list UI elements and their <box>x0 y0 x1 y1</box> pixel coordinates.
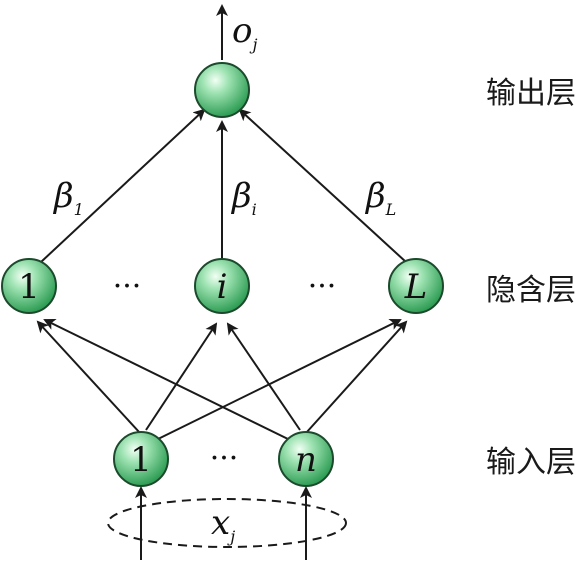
input-vector-ellipse <box>107 498 347 548</box>
input-label: xj <box>211 503 235 546</box>
hidden-node-1: 1 <box>1 258 57 314</box>
hidden-node-i: i <box>194 258 250 314</box>
input-layer-label: 输入层 <box>486 445 576 480</box>
edge-input1-hiddenL <box>155 319 402 441</box>
input-node-n: n <box>278 431 334 487</box>
edge-input1-hidden1 <box>36 320 141 434</box>
output-label: oj <box>232 11 257 54</box>
input-node-n-label: n <box>295 440 317 480</box>
hidden-ellipsis-right: ··· <box>308 269 337 304</box>
weight-beta-1: β1 <box>52 176 84 219</box>
output-node <box>194 62 250 118</box>
hidden-node-L-label: L <box>404 267 428 307</box>
hidden-layer-label: 隐含层 <box>486 273 576 308</box>
edge-inputn-hiddenL <box>305 320 408 434</box>
output-layer-label: 输出层 <box>486 76 576 111</box>
weight-beta-i: βi <box>230 176 257 219</box>
hidden-node-L: L <box>388 258 444 314</box>
edge-input1-hiddeni <box>145 322 218 431</box>
hidden-node-i-label: i <box>217 267 228 307</box>
input-node-1-label: 1 <box>130 440 152 480</box>
hidden-node-1-label: 1 <box>18 267 40 307</box>
weight-beta-L: βL <box>364 176 396 219</box>
edge-inputn-hidden1 <box>43 319 291 441</box>
hidden-ellipsis-left: ··· <box>113 269 142 304</box>
edge-hiddenL-output <box>238 108 407 263</box>
edge-hidden1-output <box>40 108 206 263</box>
input-ellipsis: ··· <box>210 441 239 476</box>
edge-inputn-hiddeni <box>226 322 301 431</box>
input-node-1: 1 <box>113 431 169 487</box>
